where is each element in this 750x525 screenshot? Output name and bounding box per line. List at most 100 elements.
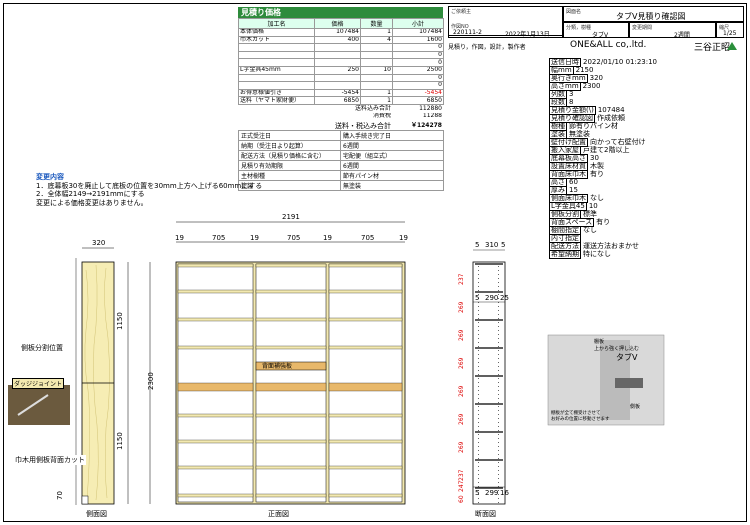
- front-shelf: [177, 263, 254, 268]
- shelf-pin-hole: [478, 474, 479, 475]
- change-period-box: 変更期間 2週間: [629, 22, 716, 39]
- order-info-cell: 無塗装: [340, 180, 444, 191]
- sec-top-a: 5: [475, 241, 479, 249]
- front-shelf: [328, 345, 403, 350]
- spec-value: 無塗装: [569, 130, 590, 138]
- front-shelf: [328, 465, 403, 470]
- shelf-pin-hole: [478, 370, 479, 371]
- spec-label: 希望納期: [549, 250, 581, 259]
- side-dims: [82, 247, 151, 504]
- pin-note-2: お好みの位置に移動させます: [551, 415, 610, 422]
- shelf-pin-hole: [478, 354, 479, 355]
- shelf-pin-hole: [478, 290, 479, 291]
- shelf-pin-hole: [478, 302, 479, 303]
- front-shelf: [255, 345, 327, 350]
- dowel-label: ダッジジョイント: [12, 378, 65, 389]
- shelf-pin-hole: [498, 346, 499, 347]
- shelf-pin-hole: [478, 438, 479, 439]
- column-width-dim: 19: [250, 234, 259, 242]
- shelf-pin-hole: [478, 402, 479, 403]
- shelf-pin-hole: [478, 314, 479, 315]
- shelf-pin-hole: [498, 482, 499, 483]
- shelf-pin-hole: [498, 334, 499, 335]
- shelf-pin-hole: [478, 434, 479, 435]
- class-label: 分類，樹種: [566, 25, 592, 31]
- change-note: 変更内容 1．底幕板30を廃止して底板の位置を30mm上方へ上げる60mmにする…: [36, 173, 262, 207]
- shelf-pin-hole: [478, 278, 479, 279]
- shelf-pin-hole: [478, 362, 479, 363]
- subtotal-value: 112880: [419, 104, 442, 112]
- shelf-pin-hole: [498, 410, 499, 411]
- column-width-dim: 19: [175, 234, 184, 242]
- sec-bottom-247: 247: [458, 480, 465, 492]
- shelf-pin-hole: [478, 346, 479, 347]
- shelf-pin-hole: [498, 422, 499, 423]
- shelf-pin-hole: [498, 322, 499, 323]
- section-gap-dim: 269: [458, 301, 465, 313]
- side-split-label: 側板分割位置: [20, 343, 64, 353]
- shelf-pin-hole: [498, 286, 499, 287]
- shelf-pin-hole: [478, 318, 479, 319]
- shelf-pin-hole: [498, 434, 499, 435]
- side-board-label: 側板: [630, 403, 640, 410]
- shelf-pin-hole: [498, 358, 499, 359]
- shelf-pin-hole: [478, 450, 479, 451]
- maker-company: ONE&ALL co,.ltd.: [570, 40, 647, 50]
- shelf-pin-hole: [498, 342, 499, 343]
- spec-value: 特になし: [583, 250, 611, 258]
- shelf-pin-hole: [478, 374, 479, 375]
- column-width-dim: 19: [323, 234, 332, 242]
- shelf-pin-hole: [498, 454, 499, 455]
- shelf-pin-hole: [478, 482, 479, 483]
- section-gap-dim: 269: [458, 385, 465, 397]
- shelf-pin-hole: [498, 294, 499, 295]
- spec-item: 見積り確認図作成依頼: [549, 114, 659, 123]
- shelf-pin-hole: [498, 470, 499, 471]
- spec-value: 戸建て2階以上: [583, 146, 630, 154]
- front-shelf: [255, 382, 327, 392]
- shelf-pin-hole: [478, 294, 479, 295]
- shelf-pin-hole: [498, 354, 499, 355]
- total-value: ￥124278: [410, 121, 442, 129]
- spec-value: 運送方法おまかせ: [583, 242, 639, 250]
- col-subtotal: 小計: [392, 18, 444, 29]
- shelf-pin-hole: [498, 306, 499, 307]
- pin-note-1: 棚板が全て棚受けさせて: [551, 409, 601, 416]
- shelf-pin-hole: [478, 298, 479, 299]
- shelf-pin-hole: [478, 466, 479, 467]
- drawing-no-value: 220111-2: [453, 29, 482, 36]
- spec-value: 320: [589, 74, 604, 82]
- front-shelf: [328, 382, 403, 392]
- upper-dim: 1150: [116, 312, 124, 330]
- spec-value: 10: [588, 202, 598, 210]
- shelf-pin-hole: [478, 274, 479, 275]
- shelf-pin-hole: [498, 310, 499, 311]
- shelf-pin-hole: [498, 326, 499, 327]
- shelf-pin-hole: [498, 270, 499, 271]
- shelf-pin-hole: [478, 498, 479, 499]
- front-shelf: [177, 465, 254, 470]
- front-shelf: [328, 317, 403, 322]
- shelf-pin-hole: [498, 394, 499, 395]
- shelf-pin-hole: [478, 382, 479, 383]
- shelf-pin-hole: [498, 278, 499, 279]
- shelf-pin-hole: [498, 414, 499, 415]
- section-dims: [473, 249, 505, 488]
- sec-mid-a: 5: [475, 294, 479, 302]
- spec-label: 見積り確認図: [549, 114, 595, 123]
- shelf-pin-hole: [478, 338, 479, 339]
- spec-value: 3: [569, 90, 574, 98]
- shelf-pin-hole: [498, 366, 499, 367]
- tab-label: タブV: [616, 352, 638, 362]
- change-period-value: 2週間: [674, 32, 690, 39]
- front-shelf: [177, 345, 254, 350]
- shelf-pin-hole: [498, 330, 499, 331]
- spec-value: 2150: [575, 66, 594, 74]
- shelf-pin-hole: [498, 318, 499, 319]
- sheet-frame: [3, 3, 747, 522]
